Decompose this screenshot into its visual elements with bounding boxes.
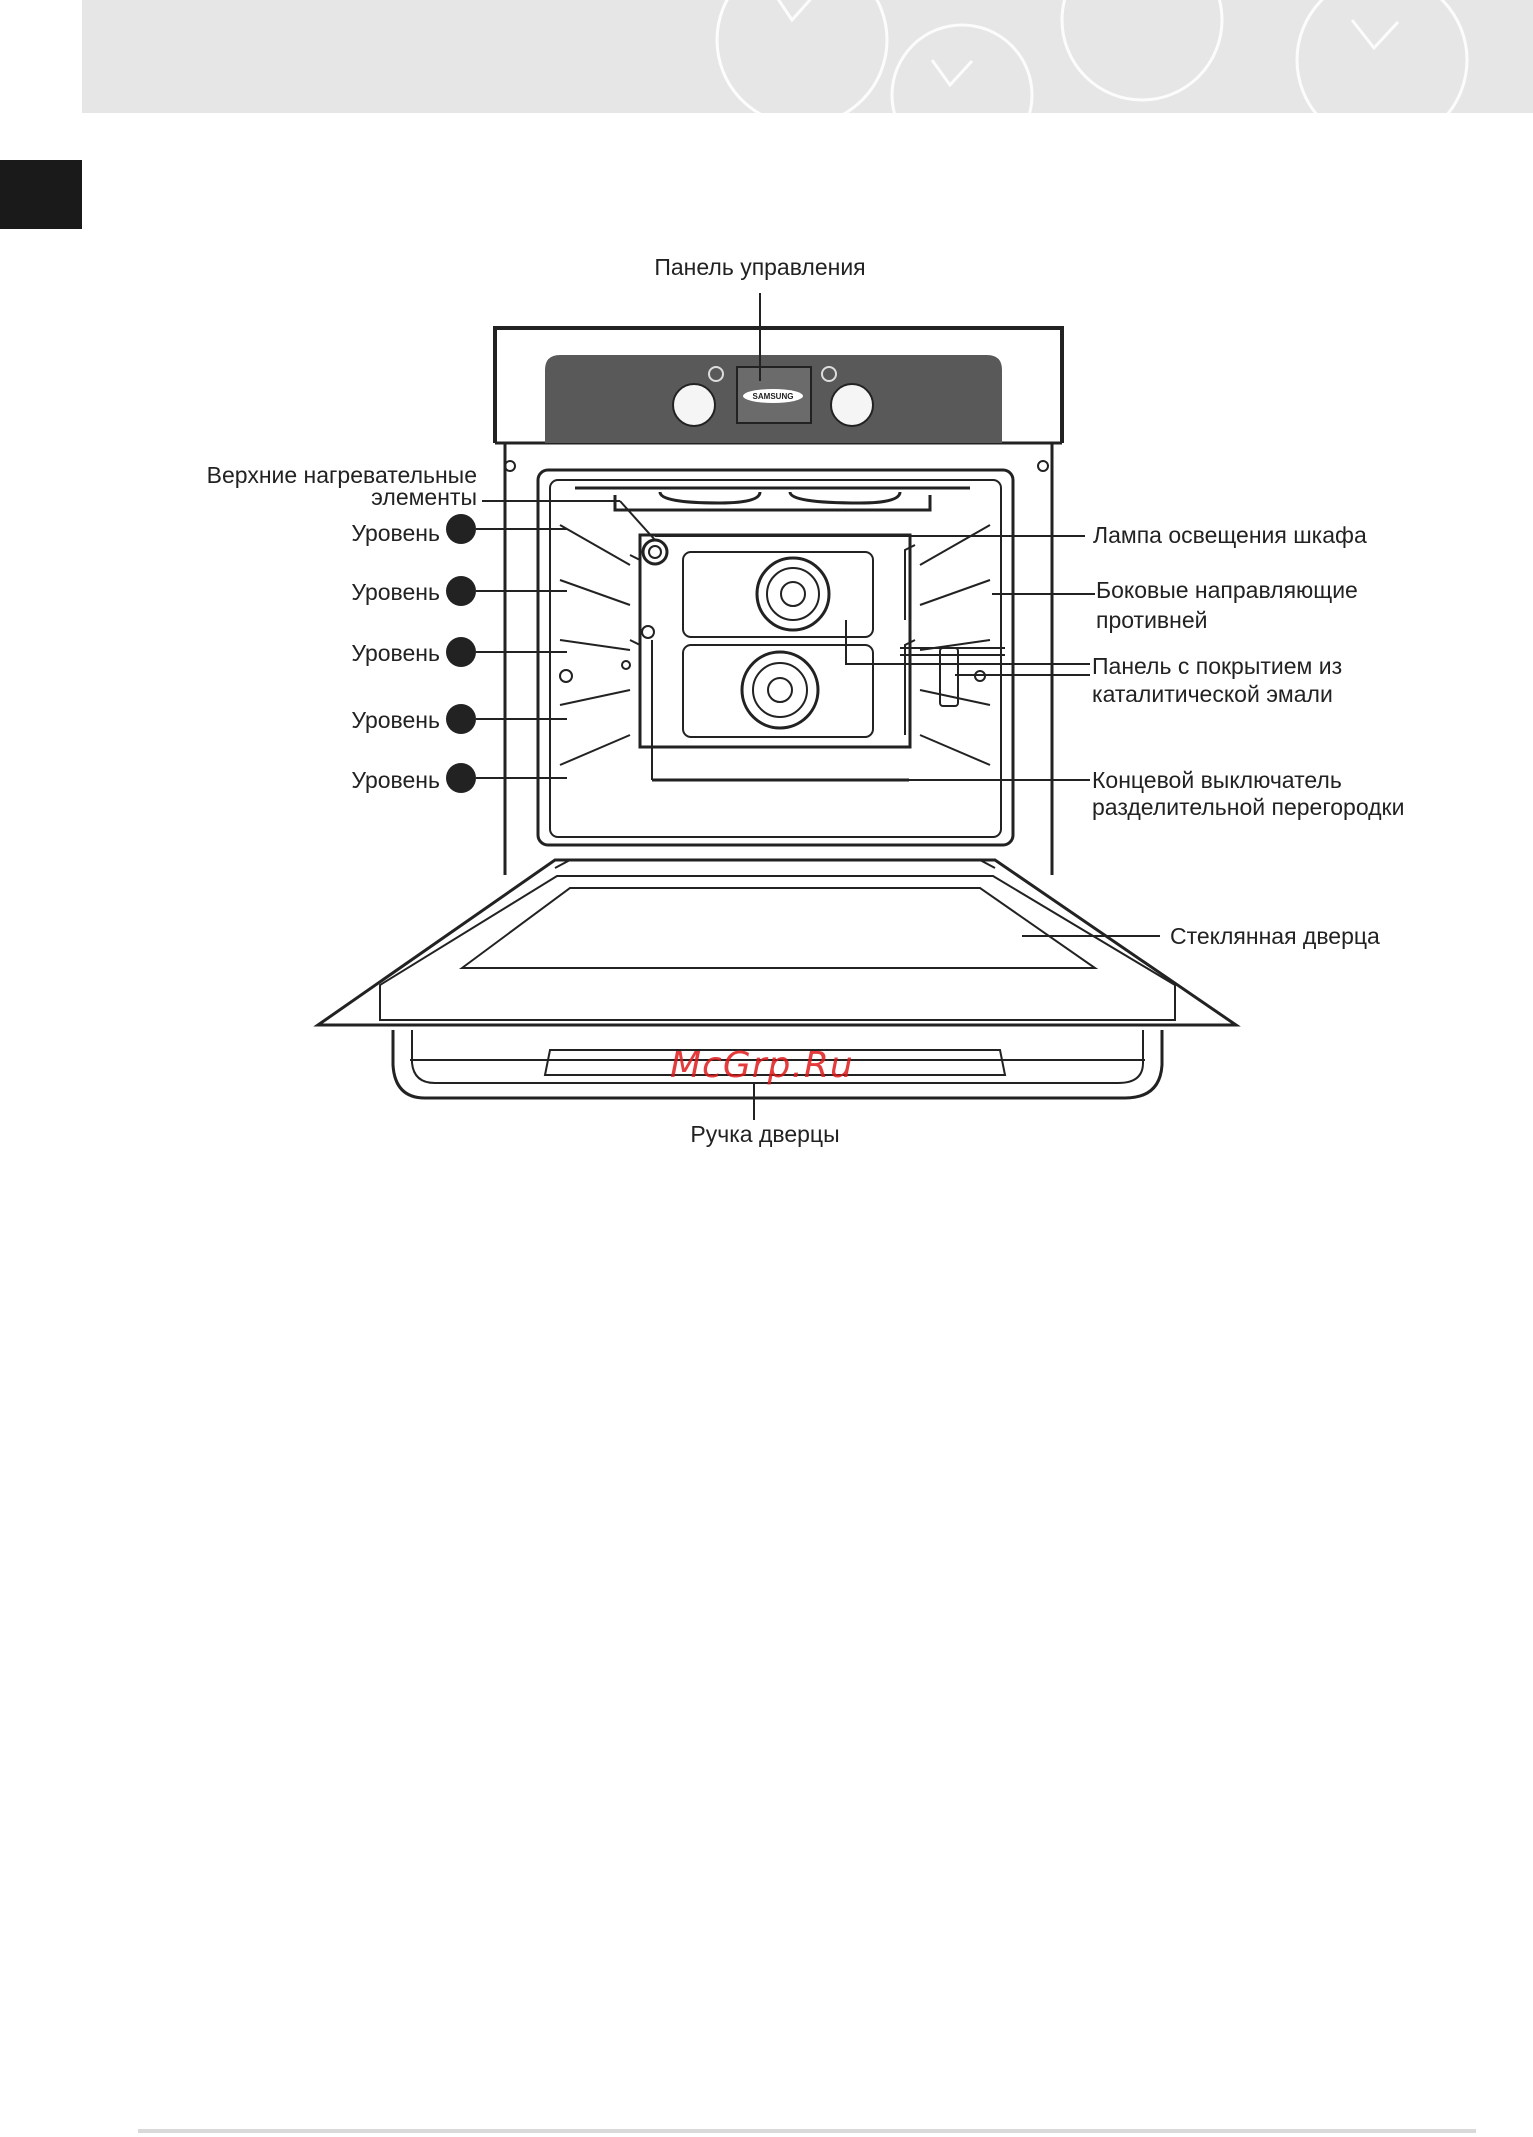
- oven-diagram: SAMSUNG: [0, 0, 1533, 1200]
- left-knob: [673, 384, 715, 426]
- label-door-handle: Ручка дверцы: [640, 1120, 890, 1148]
- label-control-panel: Панель управления: [640, 253, 880, 281]
- label-glass-door: Стеклянная дверца: [1170, 922, 1380, 950]
- brand-logo: SAMSUNG: [753, 392, 794, 401]
- lower-fan-panel: [683, 645, 873, 737]
- glass-door: [318, 860, 1236, 1025]
- watermark: McGrp.Ru: [670, 1045, 854, 1086]
- label-level-1: Уровень: [300, 766, 440, 794]
- left-rack-guides: [560, 525, 640, 765]
- footer-rule: [138, 2129, 1476, 2133]
- label-level-2: Уровень: [300, 706, 440, 734]
- top-heating-element: [575, 488, 970, 510]
- label-side-guides-2: противней: [1096, 606, 1207, 634]
- label-level-5: Уровень: [300, 519, 440, 547]
- label-top-heating-2: элементы: [140, 483, 477, 511]
- oven-cavity: [538, 470, 1013, 845]
- limit-switch: [642, 626, 654, 638]
- oven-lamp: [643, 540, 667, 564]
- label-level-3: Уровень: [300, 639, 440, 667]
- upper-fan-panel: [683, 552, 873, 637]
- level-markers: [446, 514, 476, 793]
- right-rack-guides: [905, 525, 990, 765]
- label-lamp: Лампа освещения шкафа: [1093, 521, 1367, 549]
- label-catalytic-2: каталитической эмали: [1092, 680, 1333, 708]
- label-limit-switch-2: разделительной перегородки: [1092, 793, 1404, 821]
- label-side-guides-1: Боковые направляющие: [1096, 576, 1358, 604]
- label-catalytic-1: Панель с покрытием из: [1092, 652, 1342, 680]
- right-knob: [831, 384, 873, 426]
- label-limit-switch-1: Концевой выключатель: [1092, 766, 1342, 794]
- label-level-4: Уровень: [300, 578, 440, 606]
